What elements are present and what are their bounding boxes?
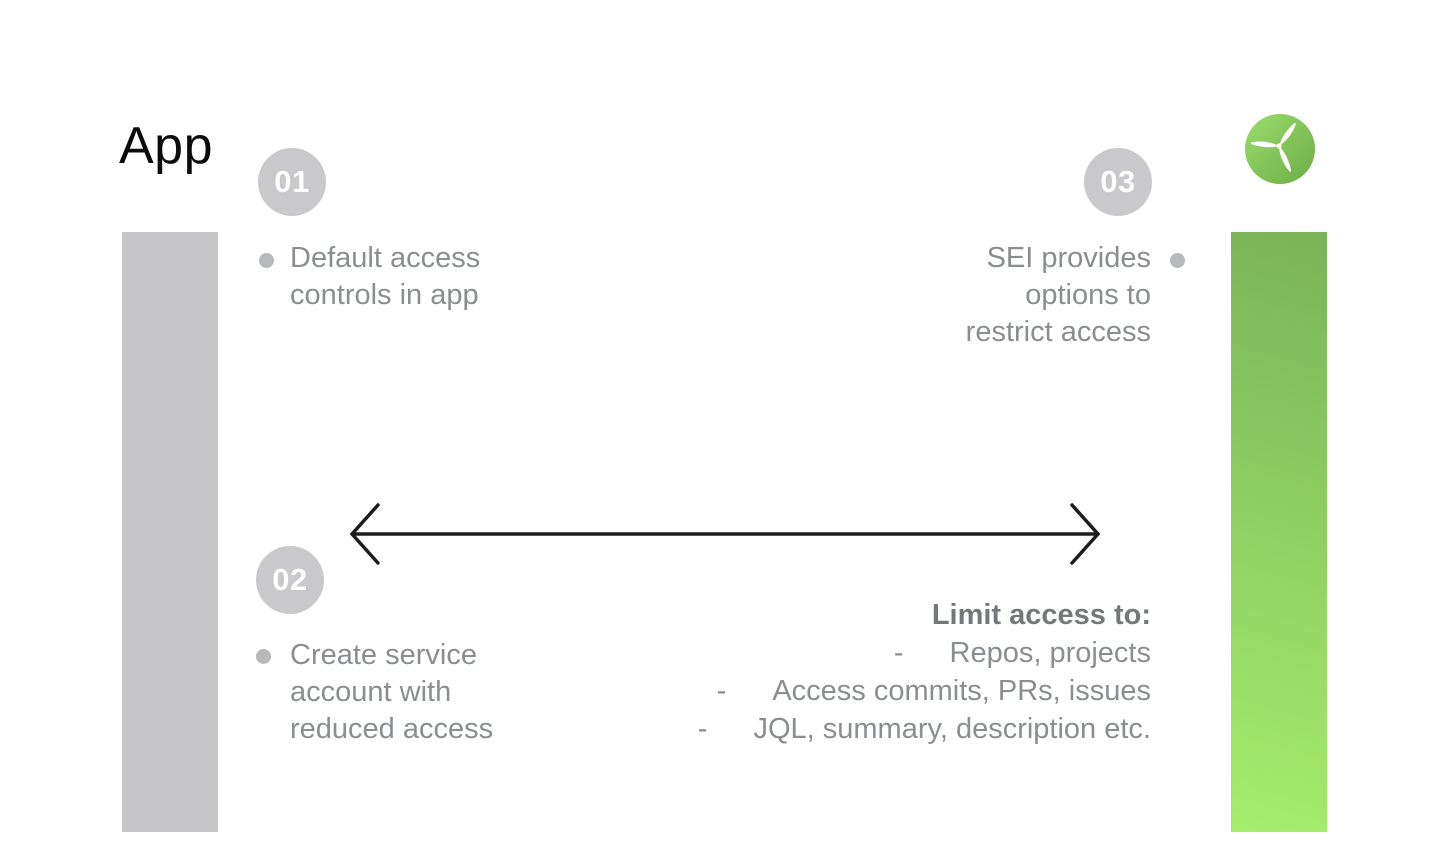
step-2-badge: 02 xyxy=(256,546,324,614)
list-item: - JQL, summary, description etc. xyxy=(698,710,1151,748)
list-item-dash: - xyxy=(716,675,727,707)
step-3-badge: 03 xyxy=(1084,148,1152,216)
page-title: App xyxy=(119,117,214,175)
list-item: - Access commits, PRs, issues xyxy=(698,672,1151,710)
limit-access-heading: Limit access to: xyxy=(931,599,1151,631)
list-item-dash: - xyxy=(697,713,708,745)
propeller-logo-icon xyxy=(1245,114,1315,184)
bullet-dot xyxy=(256,649,271,664)
list-item-label: Access commits, PRs, issues xyxy=(772,675,1151,707)
step-2-text: Create service account with reduced acce… xyxy=(290,639,494,745)
double-headed-arrow xyxy=(350,503,1100,565)
bullet-dot xyxy=(259,253,274,268)
list-item-dash: - xyxy=(893,637,904,669)
step-3-text: SEI provides options to restrict access xyxy=(965,242,1151,348)
step-1-text: Default access controls in app xyxy=(290,242,481,311)
list-item-label: Repos, projects xyxy=(949,637,1152,669)
limit-access-list: Limit access to: - Repos, projects - Acc… xyxy=(698,596,1151,748)
app-column-bar xyxy=(122,232,218,832)
list-item-label: JQL, summary, description etc. xyxy=(753,713,1151,745)
list-item: - Repos, projects xyxy=(698,634,1151,672)
bullet-dot xyxy=(1170,253,1185,268)
sei-column-bar xyxy=(1231,232,1327,832)
step-1-badge: 01 xyxy=(258,148,326,216)
